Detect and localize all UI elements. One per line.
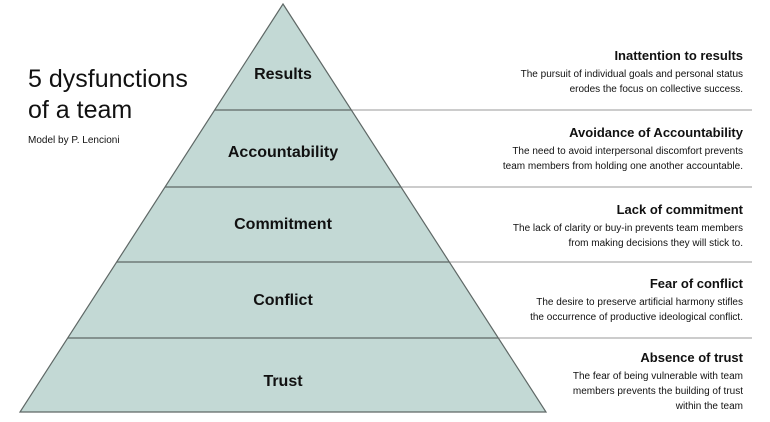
description-heading: Avoidance of Accountability xyxy=(569,125,743,140)
description-trust: Absence of trust The fear of being vulne… xyxy=(443,350,743,414)
pyramid-level-label-accountability: Accountability xyxy=(228,144,338,161)
description-heading: Absence of trust xyxy=(640,350,743,365)
pyramid-level-label-conflict: Conflict xyxy=(253,292,313,309)
diagram-title: 5 dysfunctions of a team xyxy=(28,64,248,126)
description-heading: Lack of commitment xyxy=(616,202,743,217)
description-line: The lack of clarity or buy-in prevents t… xyxy=(512,223,743,234)
pyramid-level-label-results: Results xyxy=(254,66,312,83)
description-line: team members from holding one another ac… xyxy=(502,161,743,172)
pyramid-shape xyxy=(18,2,548,413)
description-line: The pursuit of individual goals and pers… xyxy=(520,69,743,80)
description-line: The desire to preserve artificial harmon… xyxy=(536,297,743,308)
description-line: members prevents the building of trust xyxy=(572,386,743,397)
description-heading: Fear of conflict xyxy=(649,276,743,291)
description-line: from making decisions they will stick to… xyxy=(568,238,743,249)
pyramid-level-label-trust: Trust xyxy=(263,373,303,390)
description-accountability: Avoidance of Accountability The need to … xyxy=(443,125,743,174)
description-line: the occurrence of productive ideological… xyxy=(530,312,743,323)
description-conflict: Fear of conflict The desire to preserve … xyxy=(443,276,743,325)
description-line: erodes the focus on collective success. xyxy=(569,84,743,95)
title-line-2: of a team xyxy=(28,96,133,124)
diagram-subtitle: Model by P. Lencioni xyxy=(28,135,120,146)
title-line-1: 5 dysfunctions xyxy=(28,65,188,93)
description-line: within the team xyxy=(675,401,743,412)
description-line: The need to avoid interpersonal discomfo… xyxy=(512,146,743,157)
pyramid-level-label-commitment: Commitment xyxy=(234,216,332,233)
description-results: Inattention to results The pursuit of in… xyxy=(443,48,743,97)
description-line: The fear of being vulnerable with team xyxy=(572,371,743,382)
description-heading: Inattention to results xyxy=(614,48,743,63)
description-commitment: Lack of commitment The lack of clarity o… xyxy=(443,202,743,251)
